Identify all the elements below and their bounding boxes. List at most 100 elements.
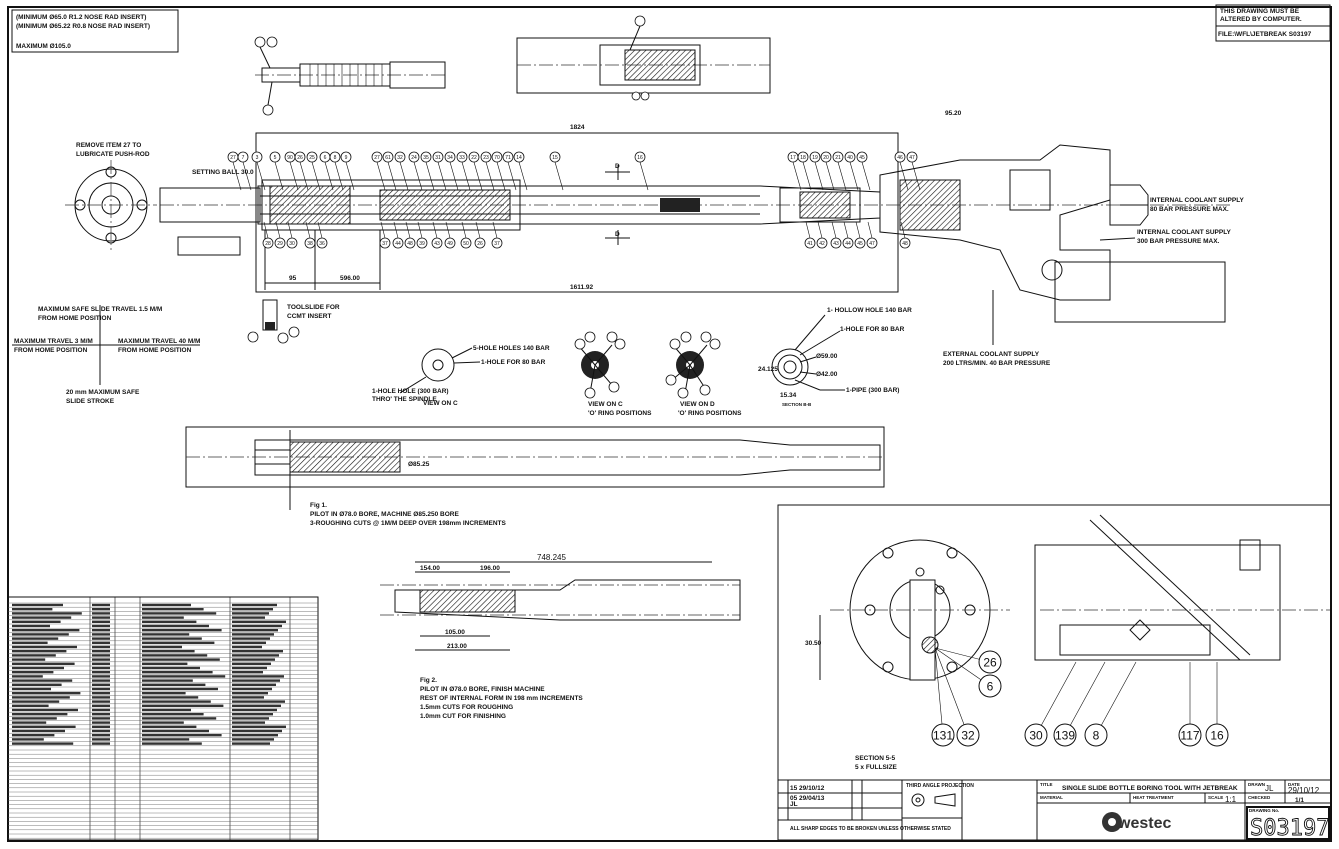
balloon-number: 22	[471, 155, 477, 161]
leader-line	[275, 221, 281, 239]
leader-line	[861, 161, 871, 191]
leader-line	[507, 161, 517, 191]
balloon-circle	[842, 237, 854, 249]
view-c-note3a: 1-HOLE HOLE (300 BAR)	[372, 388, 449, 395]
leader-line	[425, 161, 435, 191]
title-block: 15 29/10/12 05 29/04/13 JL ALL SHARP EDG…	[777, 779, 1332, 841]
leader-line	[825, 161, 835, 191]
parts-row-text	[12, 658, 46, 661]
balloon-circle	[866, 237, 878, 249]
parts-row-text	[92, 675, 110, 678]
fig2-line4: 1.0mm CUT FOR FINISHING	[420, 713, 506, 720]
sheet-value: 1/1	[1295, 797, 1304, 804]
parts-row-text	[12, 662, 75, 665]
parts-row-text	[12, 620, 61, 623]
fig1-title: Fig 1.	[310, 502, 327, 509]
parts-row-text	[12, 729, 65, 733]
parts-row-text	[232, 704, 281, 707]
view-c-label: VIEW ON C	[423, 400, 458, 407]
parts-row-text	[142, 742, 202, 745]
parts-row-text	[232, 696, 264, 699]
fig2-line2: REST OF INTERNAL FORM IN 198 mm INCREMEN…	[420, 695, 583, 702]
computer-notice: THIS DRAWING MUST BE ALTERED BY COMPUTER…	[1215, 4, 1331, 42]
balloon-61: 61	[382, 151, 394, 163]
balloon-circle	[978, 674, 1002, 698]
balloon-number: 37	[494, 241, 500, 247]
leader-line	[792, 161, 802, 191]
material-label: MATERIAL	[1040, 795, 1063, 800]
parts-row-text	[12, 725, 76, 728]
balloon-circle	[251, 151, 263, 163]
dim-596: 596.00	[340, 275, 360, 282]
section-note1: 1- HOLLOW HOLE 140 BAR	[827, 307, 912, 314]
balloon-48: 48	[404, 237, 416, 249]
parts-row-text	[232, 612, 269, 615]
parts-row-text	[232, 679, 280, 682]
balloon-circle	[274, 237, 286, 249]
parts-row-text	[232, 616, 265, 619]
parts-row-text	[142, 650, 195, 653]
fig1-view: Ø85.25 Fig 1. PILOT IN Ø78.0 BORE, MACHI…	[185, 426, 885, 527]
balloon-39: 39	[416, 237, 428, 249]
section55-label2: 5 x FULLSIZE	[855, 764, 898, 771]
balloon-number: 26	[477, 241, 483, 247]
parts-row-text	[12, 692, 81, 695]
leader-line	[445, 221, 451, 239]
parts-row-text	[232, 650, 283, 653]
balloon-number: 36	[319, 241, 325, 247]
balloon-8: 8	[329, 151, 341, 163]
balloon-number: 48	[902, 241, 908, 247]
note-min-1: (MINIMUM Ø65.0 R1.2 NOSE RAD INSERT)	[16, 14, 146, 21]
travel-left-2: FROM HOME POSITION	[14, 347, 88, 354]
balloon-circle	[468, 151, 480, 163]
parts-row-text	[142, 671, 213, 674]
fig1-line1: PILOT IN Ø78.0 BORE, MACHINE Ø85.250 BOR…	[310, 511, 459, 518]
balloon-number: 8	[334, 155, 337, 161]
balloon-number: 46	[897, 155, 903, 161]
parts-row-text	[92, 738, 110, 741]
parts-row-text	[92, 729, 110, 733]
westec-logo: westec	[1102, 812, 1171, 832]
fig2-title: Fig 2.	[420, 677, 437, 684]
parts-row-text	[232, 725, 286, 728]
balloon-139: 139	[1053, 723, 1077, 747]
toolslide-line1: TOOLSLIDE FOR	[287, 304, 340, 311]
parts-row-text	[92, 629, 110, 632]
detail-view-jetbreak	[516, 15, 771, 101]
parts-row-text	[142, 679, 193, 682]
parts-row-text	[232, 738, 274, 741]
balloon-45: 45	[856, 151, 868, 163]
balloon-circle	[491, 237, 503, 249]
drawn-value: JL	[1265, 784, 1274, 793]
leader-line	[461, 161, 471, 191]
leader-line	[849, 161, 859, 191]
balloon-number: 131	[933, 728, 953, 742]
leader-line	[299, 161, 309, 191]
parts-row-text	[232, 645, 262, 649]
date-label: DATE	[1288, 782, 1300, 787]
leader-line	[475, 221, 481, 239]
balloon-circle	[832, 151, 844, 163]
view-d-oring-1: VIEW ON D	[680, 401, 715, 408]
fig2-line3: 1.5mm CUTS FOR ROUGHING	[420, 704, 513, 711]
balloon-circle	[237, 151, 249, 163]
parts-row-text	[12, 633, 69, 636]
balloon-32: 32	[956, 723, 980, 747]
leader-line	[345, 161, 355, 191]
leader-line	[814, 161, 824, 191]
parts-row-text	[92, 696, 110, 699]
balloon-42: 42	[816, 237, 828, 249]
parts-row-text	[232, 729, 282, 733]
leader-line	[449, 161, 459, 191]
parts-row-text	[12, 616, 72, 619]
balloon-number: 16	[1210, 728, 1224, 742]
parts-row-text	[12, 671, 54, 674]
parts-row-text	[92, 679, 110, 682]
rev-date-1: 15 29/10/12	[790, 785, 825, 792]
parts-row-text	[142, 608, 204, 611]
balloon-34: 34	[444, 151, 456, 163]
balloon-circle	[1024, 723, 1048, 747]
parts-row-text	[232, 662, 271, 665]
date-value: 29/10/12	[1288, 786, 1320, 795]
balloon-circle	[420, 151, 432, 163]
